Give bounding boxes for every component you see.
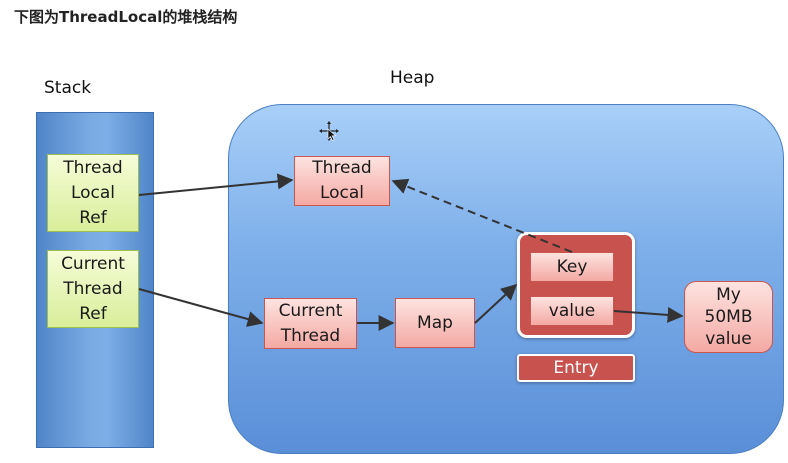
currentthread-ref-line-2: Thread: [63, 278, 123, 299]
big-value-line-2: 50MB: [704, 307, 753, 327]
stack-label: Stack: [44, 78, 92, 98]
current-thread-line-1: Current: [278, 300, 343, 321]
threadlocal-ref-node: Thread Local Ref: [47, 154, 139, 232]
map-label: Map: [417, 312, 453, 333]
threadlocal-ref-line-1: Thread: [63, 157, 123, 178]
value-node: value: [530, 296, 614, 326]
big-value-line-3: value: [705, 329, 752, 349]
move-cursor-icon: [319, 121, 339, 141]
big-value-line-1: My: [716, 285, 741, 305]
key-label: Key: [556, 256, 588, 277]
key-node: Key: [530, 252, 614, 282]
current-thread-line-2: Thread: [280, 325, 341, 346]
map-node: Map: [395, 298, 475, 348]
threadlocal-node: Thread Local: [294, 156, 390, 206]
threadlocal-ref-line-2: Local: [70, 182, 116, 203]
value-label: value: [548, 300, 596, 321]
page-title: 下图为ThreadLocal的堆栈结构: [14, 8, 238, 26]
currentthread-ref-line-3: Ref: [79, 303, 107, 324]
currentthread-ref-line-1: Current: [61, 253, 125, 274]
threadlocal-line-1: Thread: [312, 158, 372, 178]
heap-label: Heap: [390, 68, 435, 88]
entry-label: Entry: [517, 354, 635, 382]
currentthread-ref-node: Current Thread Ref: [47, 250, 139, 328]
threadlocal-ref-line-3: Ref: [79, 207, 107, 228]
current-thread-node: Current Thread: [264, 298, 357, 349]
threadlocal-line-2: Local: [319, 183, 365, 203]
big-value-node: My 50MB value: [684, 281, 773, 353]
